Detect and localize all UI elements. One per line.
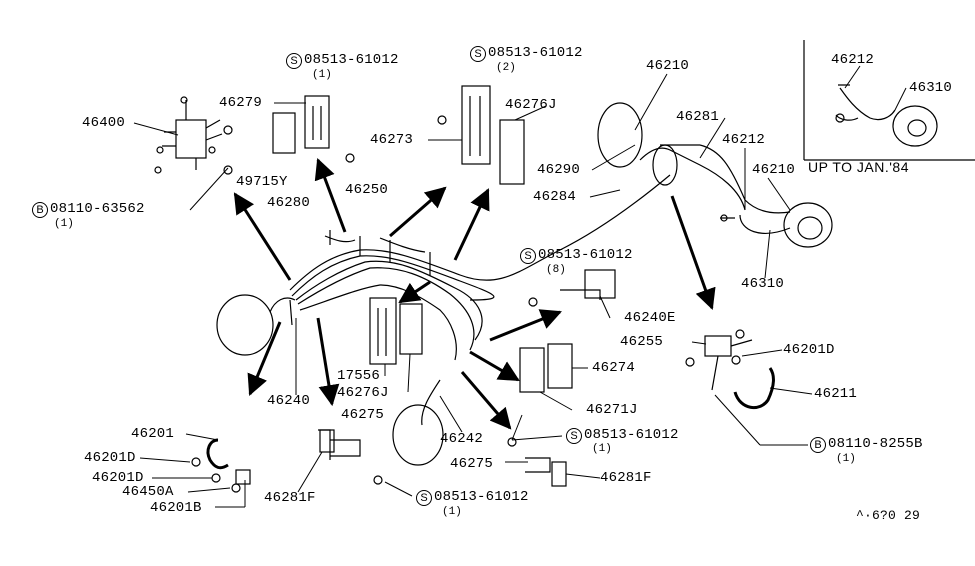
inset-label-46310: 46310 [909,80,953,96]
center-drum [392,404,444,466]
brake-line-bundle [289,144,791,361]
callout-qty: (1) [442,506,462,518]
rear-hose-loop [597,102,643,168]
left-backing-plate [216,294,274,356]
part-label-49715Y: 49715Y [236,174,288,190]
part-label-46240E: 46240E [624,310,676,326]
part-label-46281F-left: 46281F [264,490,316,506]
callout-part-number: 08513-61012 [304,52,399,68]
part-label-46280: 46280 [267,195,311,211]
inset-label-46212: 46212 [831,52,875,68]
clip-46281F [319,429,335,453]
clip-46275 [318,429,361,460]
part-label-46276J-top: 46276J [505,97,557,113]
callout-part-number: 08513-61012 [434,489,529,505]
screw-mark-icon: S [520,248,536,264]
bracket-46240E [560,269,616,300]
part-label-46284: 46284 [533,189,577,205]
part-label-46201B: 46201B [150,500,202,516]
part-label-46212: 46212 [722,132,766,148]
hose-46211 [733,367,775,409]
screw-mark-icon: S [470,46,486,62]
callout-qty: (2) [496,62,516,74]
part-label-46201D-left2: 46201D [92,470,144,486]
part-label-46281F-right: 46281F [600,470,652,486]
inset-drum [892,105,938,147]
clip-46275-low [525,457,551,473]
part-label-46310: 46310 [741,276,785,292]
clip-46281F-low [551,461,567,487]
bolt-mark-icon: B [810,437,826,453]
part-label-46255: 46255 [620,334,664,350]
part-label-46450A: 46450A [122,484,174,500]
part-label-46242: 46242 [440,431,484,447]
part-label-46201: 46201 [131,426,175,442]
callout-part-number: 08513-61012 [488,45,583,61]
part-label-46201D-left1: 46201D [84,450,136,466]
callout-part-number: 08513-61012 [538,247,633,263]
part-label-46210-top: 46210 [646,58,690,74]
screw-mark-icon: S [416,490,432,506]
part-label-46271J: 46271J [586,402,638,418]
part-label-46201D-right: 46201D [783,342,835,358]
figure-code: ^·6?0 29 [856,508,921,523]
screw-mark-icon: S [566,428,582,444]
rear-drum [783,202,833,248]
part-label-46275-low: 46275 [450,456,494,472]
part-label-46290: 46290 [537,162,581,178]
clip-46279 [304,95,330,149]
part-label-46400: 46400 [82,115,126,131]
part-label-46210-mid: 46210 [752,162,796,178]
part-label-46281-top: 46281 [676,109,720,125]
callout-qty: (1) [836,453,856,465]
proportioning-valve [154,96,233,175]
clip-17556 [369,297,397,365]
clip-46279-pair [272,112,296,154]
callout-qty: (1) [54,218,74,230]
inset-hose [835,84,896,121]
callout-part-number: 08110-8255B [828,436,923,452]
part-label-46279: 46279 [219,95,263,111]
callout-qty: (1) [592,443,612,455]
tee-fitting [685,329,753,391]
callout-part-number: 08513-61012 [584,427,679,443]
clip-46274 [519,343,573,393]
part-label-17556: 17556 [337,368,381,384]
part-label-46275-mid: 46275 [341,407,385,423]
callout-part-number: 08110-63562 [50,201,145,217]
part-label-46273: 46273 [370,132,414,148]
callout-qty: (1) [312,69,332,81]
part-label-46274: 46274 [592,360,636,376]
inset-frame [803,40,975,161]
clip-46276J [499,119,525,185]
hose-46201 [206,438,229,470]
clip-46276J-low [399,303,423,355]
part-label-46211: 46211 [814,386,858,402]
bolt-mark-icon: B [32,202,48,218]
callout-qty: (8) [546,264,566,276]
part-label-46240: 46240 [267,393,311,409]
clip-46273 [461,85,491,165]
explode-arrows [233,158,716,430]
part-label-46250: 46250 [345,182,389,198]
screw-mark-icon: S [286,53,302,69]
inset-note: UP TO JAN.'84 [808,159,909,175]
leader-lines [133,65,907,508]
part-label-46276J-low: 46276J [337,385,389,401]
